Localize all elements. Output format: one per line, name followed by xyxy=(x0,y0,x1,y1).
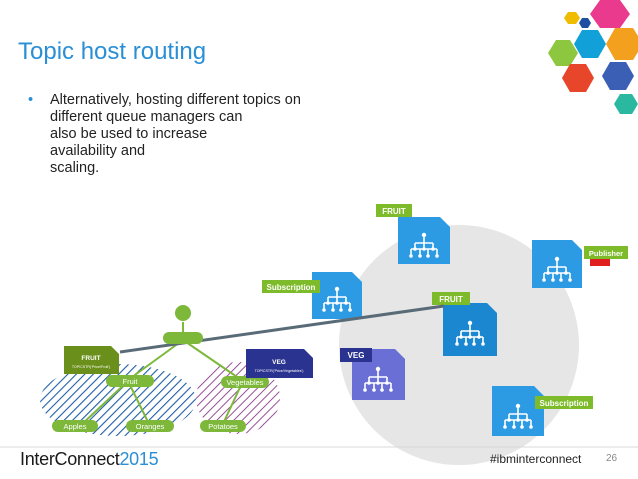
topic-potatoes-label: Potatoes xyxy=(208,422,238,431)
footer-brand-year: 2015 xyxy=(119,449,159,469)
topic-node-apples: Apples xyxy=(52,420,98,432)
label-fruit-top: FRUIT xyxy=(376,204,412,217)
label-fruit-right: FRUIT xyxy=(432,292,470,305)
topic-node-fruit: Fruit xyxy=(106,375,154,387)
topic-object-veg: VEG TOPICSTR('Price/Vegetables') xyxy=(246,349,313,378)
label-fruit-right-text: FRUIT xyxy=(439,295,463,304)
bullet-marker: • xyxy=(28,92,34,108)
topic-node-potatoes: Potatoes xyxy=(200,420,246,432)
topic-object-fruit: FRUIT TOPICSTR('Price/Fruit') xyxy=(64,346,119,374)
topic-node-oranges: Oranges xyxy=(126,420,174,432)
topic-object-veg-string: TOPICSTR('Price/Vegetables') xyxy=(255,369,304,373)
topic-apples-label: Apples xyxy=(64,422,87,431)
label-fruit-top-text: FRUIT xyxy=(382,207,406,216)
page-number: 26 xyxy=(606,453,618,464)
topic-root-head xyxy=(175,305,191,321)
label-veg-text: VEG xyxy=(348,351,365,360)
label-publisher-text: Publisher xyxy=(589,249,623,258)
slide-title: Topic host routing xyxy=(18,38,207,65)
label-subscription-bottom-text: Subscription xyxy=(540,399,589,408)
label-publisher: Publisher xyxy=(584,246,628,266)
routing-line xyxy=(119,304,445,354)
footer-hashtag: #ibminterconnect xyxy=(490,452,582,466)
qm-subscription-bottom xyxy=(492,386,544,436)
bullet-text: Alternatively, hosting different topics … xyxy=(50,92,301,176)
publisher-marker xyxy=(590,259,610,266)
decorative-hex-cluster xyxy=(548,0,638,114)
topic-vegetables-label: Vegetables xyxy=(226,378,263,387)
topic-object-fruit-string: TOPICSTR('Price/Fruit') xyxy=(72,365,110,369)
topic-object-veg-name: VEG xyxy=(272,359,286,366)
label-veg: VEG xyxy=(340,348,372,362)
topic-node-root xyxy=(163,305,203,344)
label-subscription-mid-text: Subscription xyxy=(267,283,316,292)
topic-node-vegetables: Vegetables xyxy=(221,376,269,388)
topic-root-pill xyxy=(163,332,203,344)
qm-fruit-right xyxy=(443,303,497,356)
topic-fruit-label: Fruit xyxy=(123,377,139,386)
topic-tree-connectors xyxy=(79,322,244,427)
qm-subscription-mid xyxy=(312,272,362,319)
qm-publisher xyxy=(532,240,582,288)
topic-object-fruit-name: FRUIT xyxy=(81,355,100,362)
footer-brand: InterConnect2015 xyxy=(20,449,159,470)
footer-brand-name: InterConnect xyxy=(20,449,120,469)
label-subscription-bottom: Subscription xyxy=(535,396,593,409)
topic-oranges-label: Oranges xyxy=(136,422,165,431)
qm-fruit-top xyxy=(398,217,450,264)
label-subscription-mid: Subscription xyxy=(262,280,320,293)
fruit-topic-group xyxy=(40,364,196,436)
